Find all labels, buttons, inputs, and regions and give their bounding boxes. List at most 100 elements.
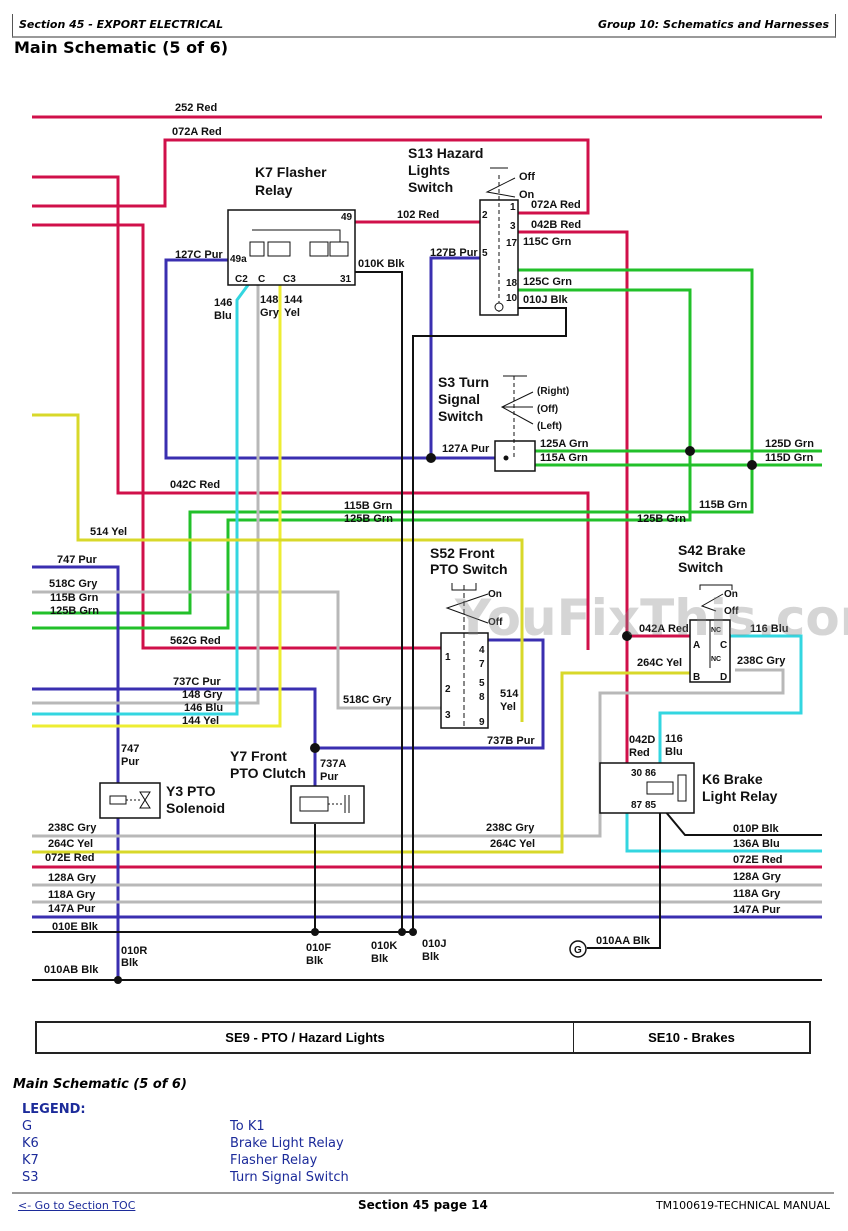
wire-148-gry — [32, 272, 260, 705]
s52-pos-off: Off — [488, 617, 503, 628]
s3-pos-left: (Left) — [537, 421, 562, 432]
wire-label: 125B Grn — [637, 513, 686, 525]
s13-pin-3: 3 — [510, 221, 516, 232]
wire-label: 264C Yel — [637, 657, 682, 669]
group-label: Group 10: Schematics and Harnesses — [597, 18, 829, 31]
wire-label: 562G Red — [170, 635, 221, 647]
wire-label: 010AB Blk — [44, 964, 99, 976]
s42-pin-b: B — [693, 672, 700, 683]
s13-pin-17: 17 — [506, 238, 518, 249]
k7-pin-c3: C3 — [283, 274, 296, 285]
s52-pin-5: 5 — [479, 678, 485, 689]
s3-turn-signal-switch: S3 Turn Signal Switch (Right) (Off) (Lef… — [438, 374, 569, 472]
wire-label: 010J Blk — [523, 294, 569, 306]
wire-115c-grn — [32, 268, 754, 615]
wire-label: 127C Pur — [175, 249, 223, 261]
y3-pto-solenoid: Y3 PTO Solenoid — [99, 782, 225, 819]
s13-pos-on: On — [519, 189, 535, 201]
wire-labels: 252 Red 072A Red 127C Pur 146 Blu 148 Gr… — [44, 102, 814, 976]
wire-116-blu — [658, 634, 803, 774]
wire-514-yel — [32, 413, 524, 722]
wire-label: Blu — [665, 746, 683, 758]
k6-pin-85: 85 — [645, 800, 657, 811]
s42-pin-d: D — [720, 672, 727, 683]
wire-label: 737B Pur — [487, 735, 535, 747]
wire-label: 010AA Blk — [596, 935, 651, 947]
wire-label: 115B Grn — [50, 592, 99, 604]
wire-144-yel — [32, 272, 282, 728]
wire-label: Red — [629, 747, 650, 759]
k7-flasher-relay: K7 Flasher Relay 49 49a C2 C C3 31 — [227, 164, 356, 286]
s13-pin-5: 5 — [482, 248, 488, 259]
s3-name-1: S3 Turn — [438, 374, 489, 390]
wire-264c-yel — [32, 671, 690, 854]
s52-pin-3: 3 — [445, 710, 451, 721]
s52-pos-on: On — [488, 589, 502, 600]
wire-label: 072E Red — [733, 854, 783, 866]
wire-label: 147A Pur — [48, 903, 96, 915]
wire-127b-pur — [429, 256, 485, 458]
section-se9: SE9 - PTO / Hazard Lights — [37, 1023, 574, 1052]
wire-label: 010E Blk — [52, 921, 99, 933]
page-header: Section 45 - EXPORT ELECTRICAL Group 10:… — [12, 14, 836, 38]
s13-pos-off: Off — [519, 171, 535, 183]
k6-name-2: Light Relay — [702, 788, 778, 804]
wire-label: Blu — [214, 310, 232, 322]
wire-label: 010P Blk — [733, 823, 780, 835]
wire-label: 010J — [422, 938, 446, 950]
wire-label: 238C Gry — [737, 655, 786, 667]
k6-pin-86: 86 — [645, 768, 657, 779]
footer-divider — [12, 1192, 834, 1194]
s42-pin-a: A — [693, 640, 700, 651]
wire-010p-blk — [659, 804, 822, 836]
legend-item: G To K1 — [22, 1119, 622, 1136]
wire-label: 147A Pur — [733, 904, 781, 916]
go-to-section-toc-link[interactable]: <- Go to Section TOC — [18, 1199, 136, 1212]
wire-label: Blk — [121, 957, 139, 969]
wire-737b-pur — [315, 638, 545, 750]
wire-label: 010K Blk — [358, 258, 405, 270]
junction-dot — [685, 446, 695, 456]
s42-pin-c: C — [720, 640, 727, 651]
schematic-subtitle: Main Schematic (5 of 6) — [13, 1077, 187, 1092]
section-se10: SE10 - Brakes — [648, 1030, 735, 1045]
legend-key: K7 — [22, 1153, 39, 1168]
legend-title: LEGEND: — [22, 1102, 86, 1117]
s42-brake-switch: S42 Brake Switch On Off NC A C NC B D — [678, 542, 746, 683]
s13-name-3: Switch — [408, 179, 453, 195]
y7-name-1: Y7 Front — [230, 748, 287, 764]
wire-label: Blk — [371, 953, 389, 965]
s52-front-pto-switch: S52 Front PTO Switch On Off 4 1 7 5 2 8 … — [430, 545, 508, 729]
legend-key: G — [22, 1119, 33, 1134]
junction-dot — [114, 976, 122, 984]
wire-label: 115D Grn — [765, 452, 814, 464]
wire-072a-red — [32, 138, 590, 215]
k6-pin-87: 87 — [631, 800, 643, 811]
wire-label: Pur — [320, 771, 339, 783]
wire-label: 518C Gry — [343, 694, 392, 706]
wire-label: 144 Yel — [182, 715, 219, 727]
wire-label: 102 Red — [397, 209, 439, 221]
wire-label: 115B Grn — [699, 499, 748, 511]
k7-pin-31: 31 — [340, 274, 352, 285]
y7-name-2: PTO Clutch — [230, 765, 306, 781]
junction-dot — [311, 928, 319, 936]
s13-pin-1: 1 — [510, 202, 516, 213]
s52-pin-7: 7 — [479, 659, 485, 670]
wire-label: Pur — [121, 756, 140, 768]
wire-127c-pur — [164, 258, 510, 460]
wire-label: 125B Grn — [344, 513, 393, 525]
wire-label: Blk — [422, 951, 440, 963]
s52-pin-2: 2 — [445, 684, 451, 695]
page-number: Section 45 page 14 — [358, 1198, 488, 1212]
wire-label: 042D — [629, 734, 655, 746]
wire-label: Yel — [500, 701, 516, 713]
wire-label: 042A Red — [639, 623, 689, 635]
wire-label: 737A — [320, 758, 346, 770]
wire-label: 264C Yel — [490, 838, 535, 850]
s13-hazard-switch: S13 Hazard Lights Switch Off On 1 2 3 17… — [408, 145, 535, 316]
wire-label: 747 Pur — [57, 554, 97, 566]
k7-name-2: Relay — [255, 182, 293, 198]
wire-label: 010F — [306, 942, 331, 954]
wire-125c-grn — [32, 288, 692, 630]
